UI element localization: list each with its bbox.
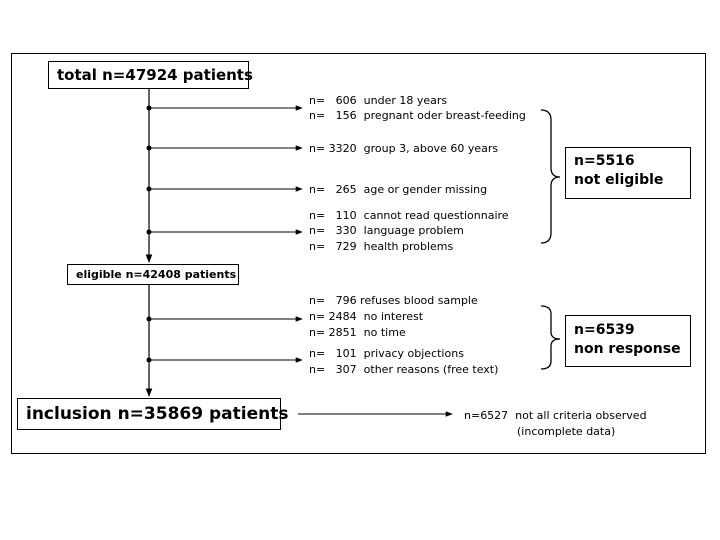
- non-response-reason: n= 101 privacy objections: [309, 347, 464, 360]
- non-response-label: non response: [574, 341, 681, 357]
- total-patients-box: total n=47924 patients: [48, 61, 253, 89]
- brace-not-eligible: [540, 109, 561, 244]
- not-eligible-label: not eligible: [574, 172, 664, 188]
- diagram-frame: [11, 53, 706, 454]
- exclusion-reason: n= 330 language problem: [309, 224, 464, 237]
- exclusion-reason: n= 729 health problems: [309, 240, 454, 253]
- non-response-reason: n= 307 other reasons (free text): [309, 363, 499, 376]
- incomplete-label: (incomplete data): [517, 425, 616, 438]
- exclusion-reason: n= 606 under 18 years: [309, 94, 448, 107]
- non-response-count: n=6539: [574, 322, 635, 338]
- incomplete-count: n=6527 not all criteria observed: [464, 409, 647, 422]
- not-eligible-count: n=5516: [574, 153, 635, 169]
- eligible-patients-box: eligible n=42408 patients: [67, 264, 239, 285]
- non-response-box: n=6539 non response: [565, 315, 691, 367]
- exclusion-reason: n= 3320 group 3, above 60 years: [309, 142, 499, 155]
- exclusion-reason: n= 110 cannot read questionnaire: [309, 209, 509, 222]
- non-response-reason: n= 2851 no time: [309, 326, 406, 339]
- inclusion-patients-box: inclusion n=35869 patients: [17, 398, 288, 430]
- brace-non-response: [540, 305, 561, 370]
- exclusion-reason: n= 265 age or gender missing: [309, 183, 488, 196]
- non-response-reason: n= 2484 no interest: [309, 310, 424, 323]
- non-response-reason: n= 796 refuses blood sample: [309, 294, 478, 307]
- exclusion-reason: n= 156 pregnant oder breast-feeding: [309, 109, 526, 122]
- not-eligible-box: n=5516 not eligible: [565, 147, 691, 199]
